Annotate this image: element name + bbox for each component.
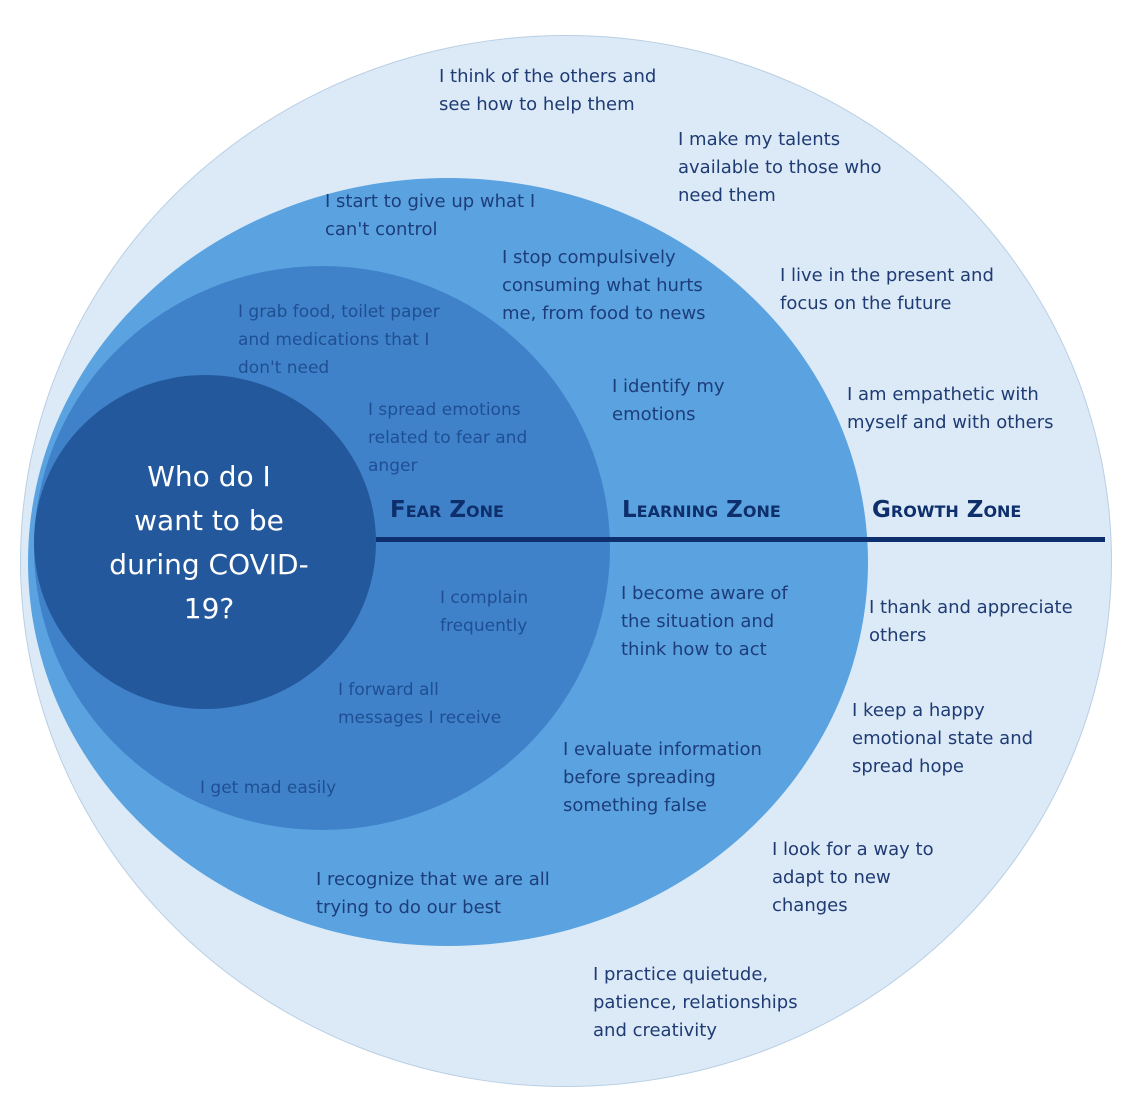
growth-item: I make my talents available to those who… xyxy=(678,129,882,206)
growth-item: I practice quietude, patience, relations… xyxy=(593,964,798,1041)
growth-zone-title: Growth Zone xyxy=(872,497,1022,523)
growth-item: I thank and appreciate others xyxy=(869,597,1073,646)
fear-item: I get mad easily xyxy=(200,778,337,798)
core-circle xyxy=(34,375,376,709)
learning-item: I start to give up what I can't control xyxy=(325,191,536,240)
learning-item: I become aware of the situation and thin… xyxy=(621,583,788,660)
learning-item: I recognize that we are all trying to do… xyxy=(316,869,550,918)
fear-item: I spread emotions related to fear and an… xyxy=(368,400,528,476)
fear-item: I forward all messages I receive xyxy=(338,680,502,728)
core-question: Who do I want to be during COVID- 19? xyxy=(109,460,309,625)
learning-item: I identify my emotions xyxy=(612,376,725,425)
growth-item: I keep a happy emotional state and sprea… xyxy=(852,700,1034,777)
fear-item: I grab food, toilet paper and medication… xyxy=(238,302,440,378)
growth-item: I think of the others and see how to hel… xyxy=(439,66,657,115)
growth-item: I live in the present and focus on the f… xyxy=(780,265,994,314)
learning-item: I evaluate information before spreading … xyxy=(563,739,762,816)
fear-zone-title: Fear Zone xyxy=(390,497,504,523)
learning-zone-title: Learning Zone xyxy=(622,497,781,523)
growth-item: I am empathetic with myself and with oth… xyxy=(847,384,1054,433)
fear-item: I complain frequently xyxy=(440,588,529,636)
learning-item: I stop compulsively consuming what hurts… xyxy=(502,247,706,324)
zone-divider-line xyxy=(376,537,1105,542)
growth-item: I look for a way to adapt to new changes xyxy=(772,839,934,916)
